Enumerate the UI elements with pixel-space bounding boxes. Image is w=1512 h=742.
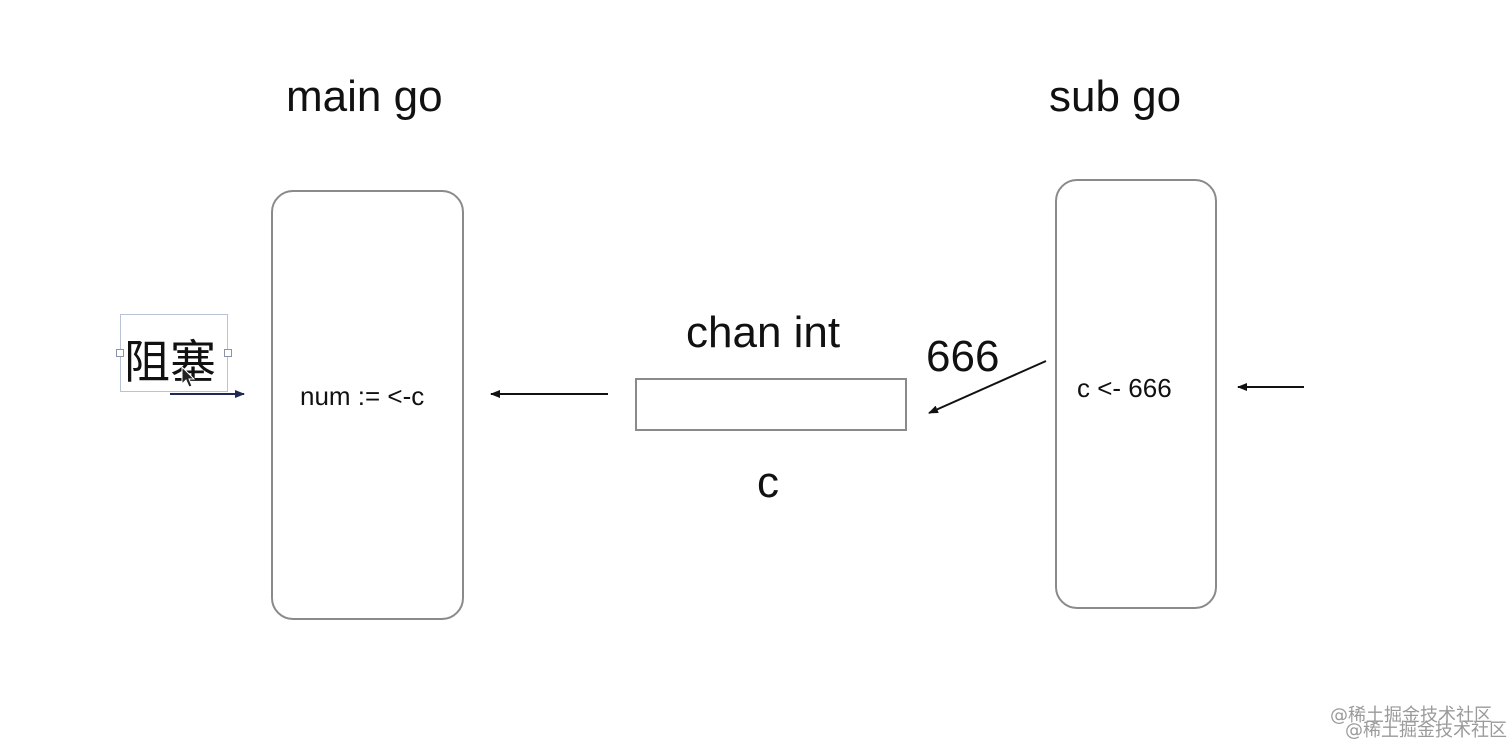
sub-go-box [1055,179,1217,609]
channel-name-label: c [757,458,779,507]
main-go-title: main go [286,72,443,121]
main-go-box [271,190,464,620]
watermark-text: @稀土掘金技术社区 [1330,705,1492,726]
selection-handle-left[interactable] [116,349,124,357]
watermark-text-shadow: @稀土掘金技术社区 [1345,720,1507,741]
block-label[interactable]: 阻塞 [124,335,216,389]
channel-type-label: chan int [686,308,841,357]
channel-value-label: 666 [926,332,1000,381]
sub-go-statement: c <- 666 [1077,373,1172,403]
main-go-statement: num := <-c [300,381,425,411]
channel-buffer-box [635,378,907,431]
selection-handle-right[interactable] [224,349,232,357]
sub-go-title: sub go [1049,72,1182,121]
